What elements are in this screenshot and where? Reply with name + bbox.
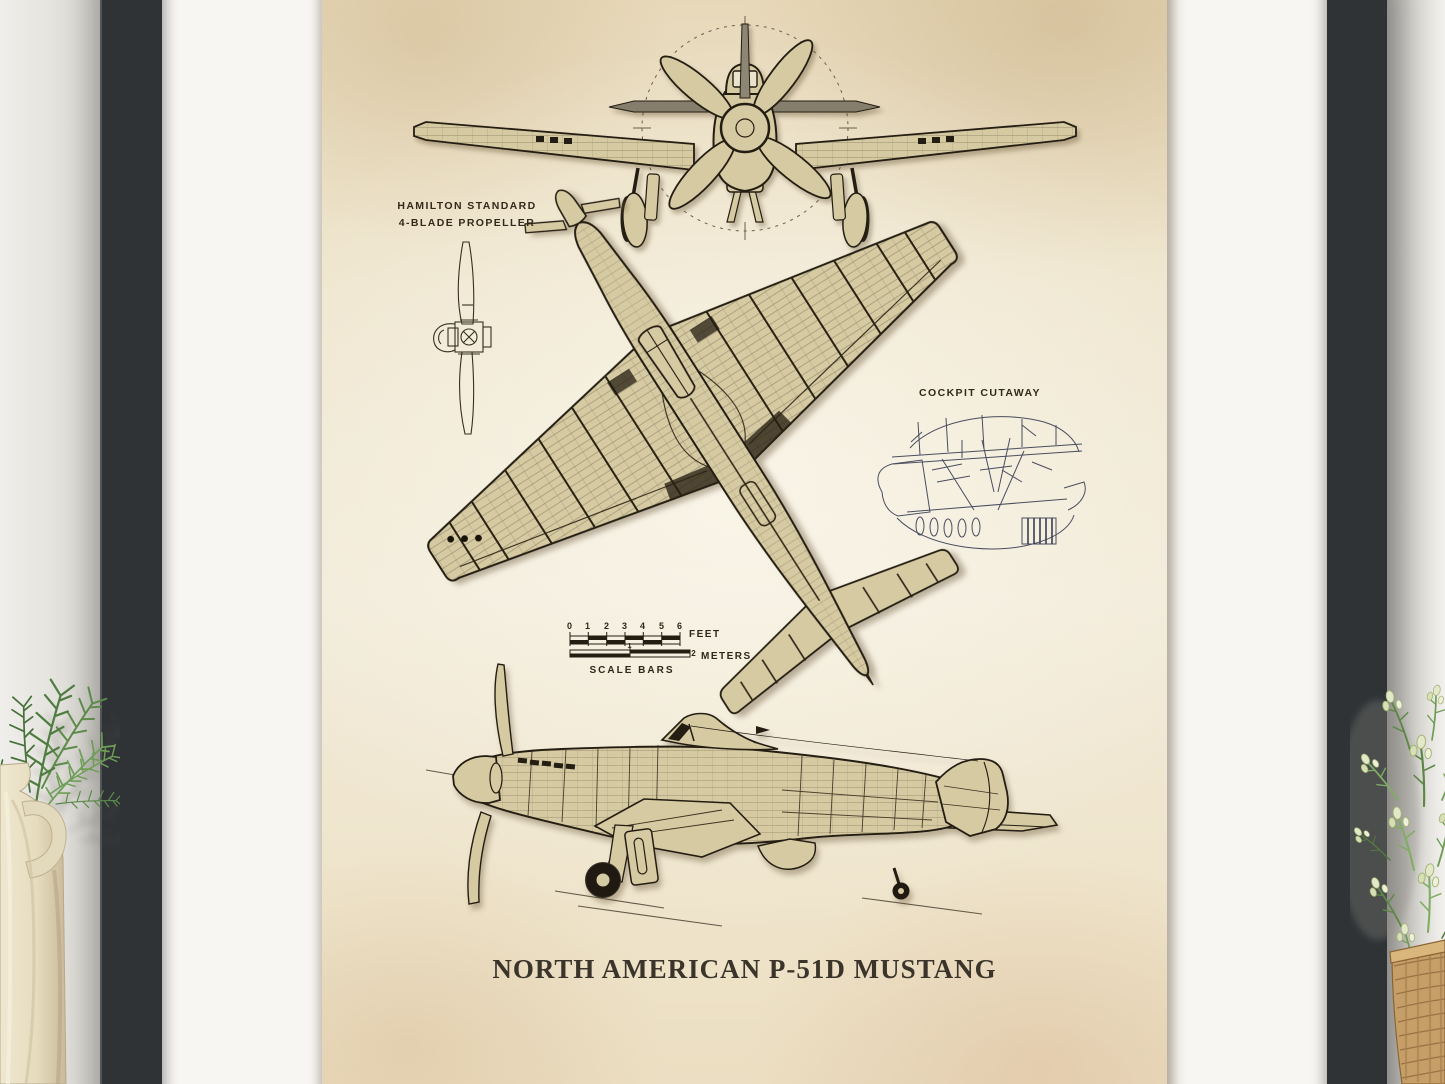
blueprint-poster: 0 1 2 3 4 5 6 1 2 FEET METERS (322, 0, 1167, 1084)
feet-tick-3: 3 (622, 621, 628, 631)
feet-tick-6: 6 (677, 621, 683, 631)
meters-tick-2: 2 (691, 649, 696, 658)
front-view-drawing (413, 23, 1077, 248)
propeller-label: HAMILTON STANDARD 4-BLADE PROPELLER (377, 198, 557, 232)
side-view-ink (425, 769, 983, 927)
feet-tick-5: 5 (659, 621, 665, 631)
meters-tick-1: 1 (627, 641, 632, 650)
plant-shadow (1350, 700, 1420, 940)
frame-mat: 0 1 2 3 4 5 6 1 2 FEET METERS (162, 0, 1327, 1084)
meters-unit-label: METERS (701, 651, 752, 662)
feet-tick-4: 4 (640, 621, 646, 631)
propeller-label-line2: 4-BLADE PROPELLER (398, 217, 536, 229)
blueprint-art: 0 1 2 3 4 5 6 1 2 FEET METERS (413, 16, 1086, 927)
picture-frame: 0 1 2 3 4 5 6 1 2 FEET METERS (100, 0, 1387, 1084)
right-plant-in-basket (1350, 682, 1445, 1084)
ceramic-jug (0, 762, 67, 1084)
propeller-detail-drawing (433, 241, 492, 435)
feet-tick-1: 1 (585, 621, 591, 631)
scale-bars: 0 1 2 3 4 5 6 1 2 FEET METERS (567, 621, 752, 676)
wicker-basket (1389, 939, 1445, 1084)
top-view-drawing (427, 189, 959, 715)
feet-tick-2: 2 (604, 621, 610, 631)
scale-bars-caption: SCALE BARS (589, 665, 674, 676)
propeller-label-line1: HAMILTON STANDARD (397, 200, 537, 212)
feet-unit-label: FEET (689, 629, 721, 640)
cockpit-cutaway-drawing (877, 414, 1086, 550)
side-view-drawing (452, 663, 1059, 905)
cockpit-cutaway-label: COCKPIT CUTAWAY (919, 387, 1041, 399)
poster-title: NORTH AMERICAN P-51D MUSTANG (492, 954, 997, 984)
feet-tick-0: 0 (567, 621, 573, 631)
left-plant-and-vase (0, 677, 120, 1084)
